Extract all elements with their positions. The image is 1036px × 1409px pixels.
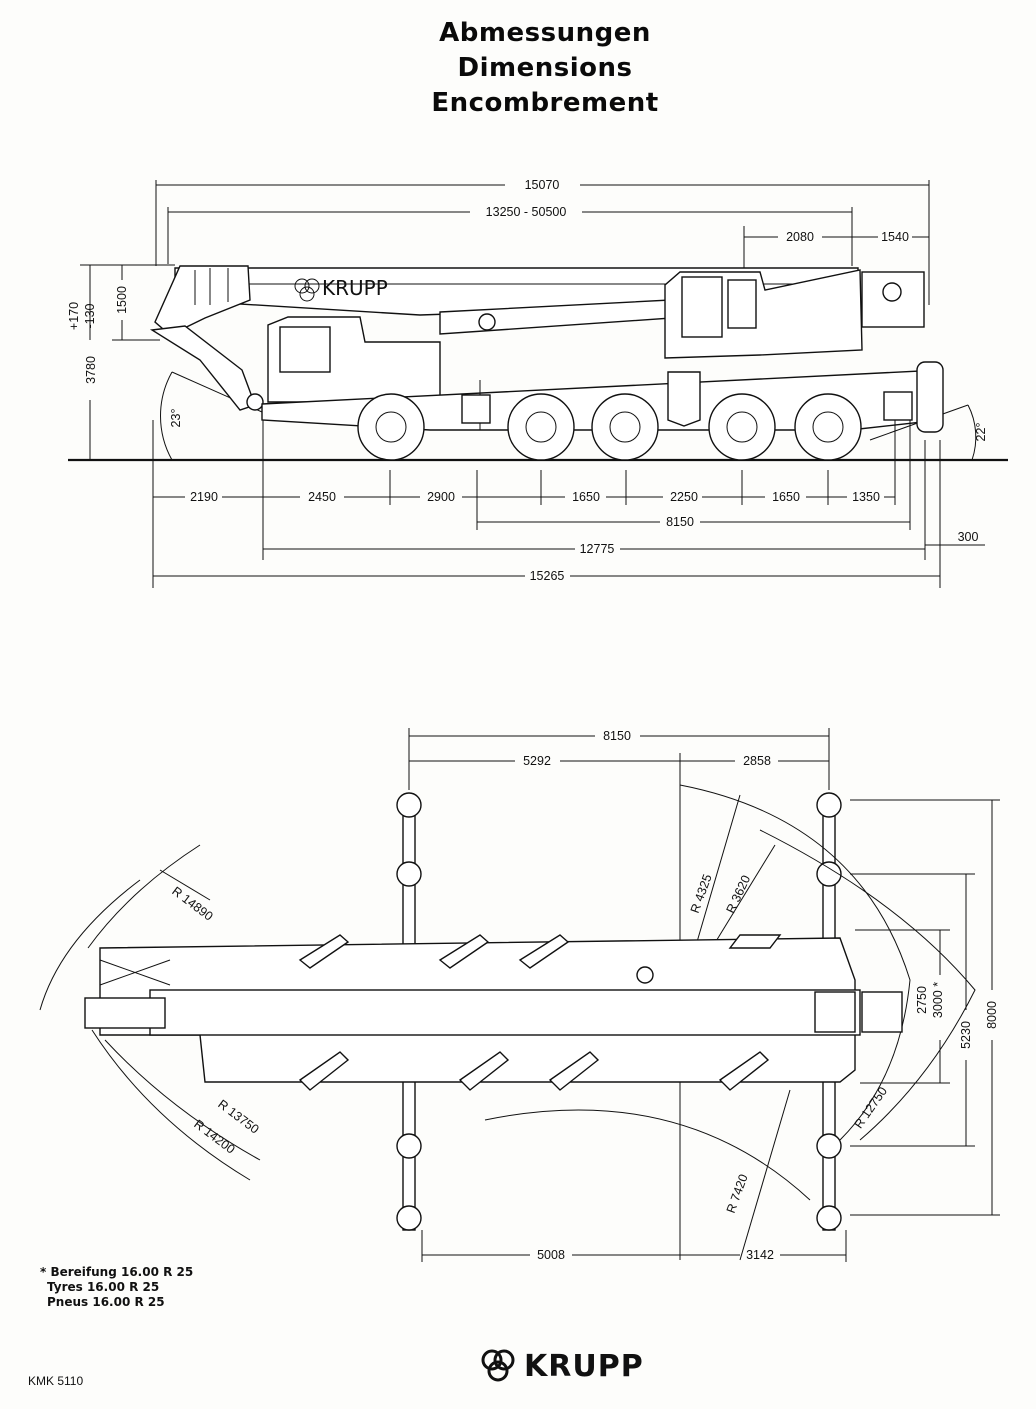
boom-krupp-logo xyxy=(294,278,320,302)
wheels xyxy=(357,393,862,461)
crane-plan-silhouette xyxy=(84,934,903,1091)
dim-height-tol-minus: -130 xyxy=(83,303,97,328)
dim-axle-1350: 1350 xyxy=(852,490,880,504)
radius-12750: R 12750 xyxy=(851,1084,890,1131)
width-2750: 2750 xyxy=(915,986,929,1014)
title-german: Abmessungen xyxy=(439,18,651,48)
dim-outrigger-span: 8150 xyxy=(603,729,631,743)
dim-top-5292: 5292 xyxy=(523,754,551,768)
dim-top-2858: 2858 xyxy=(743,754,771,768)
dim-wheelbase: 8150 xyxy=(666,515,694,529)
crane-side-silhouette: KRUPP xyxy=(149,265,944,461)
dim-upper-1540: 1540 xyxy=(881,230,909,244)
dim-rear-300: 300 xyxy=(958,530,979,544)
radius-14200: R 14200 xyxy=(191,1117,237,1157)
model-number: KMK 5110 xyxy=(28,1374,84,1388)
dim-length-15265: 15265 xyxy=(530,569,565,583)
dim-boom-length: 13250 - 50500 xyxy=(486,205,567,219)
dim-bottom-3142: 3142 xyxy=(746,1248,774,1262)
angle-rear: 22° xyxy=(974,423,988,442)
radius-7420: R 7420 xyxy=(724,1172,751,1215)
top-view: 8150 5292 2858 xyxy=(39,728,1000,1262)
title-english: Dimensions xyxy=(457,53,633,83)
dim-axle-2900: 2900 xyxy=(427,490,455,504)
footnote-english: Tyres 16.00 R 25 xyxy=(47,1280,160,1294)
title-french: Encombrement xyxy=(431,88,659,118)
width-3000: 3000 * xyxy=(931,982,945,1018)
dim-height-boom: 1500 xyxy=(115,286,129,314)
width-5230: 5230 xyxy=(959,1021,973,1049)
dim-upper-2080: 2080 xyxy=(786,230,814,244)
side-view: 15070 13250 - 50500 2080 1540 3780 +170 … xyxy=(67,178,1008,588)
dim-axle-2250: 2250 xyxy=(670,490,698,504)
dim-axle-1650b: 1650 xyxy=(772,490,800,504)
radius-3620: R 3620 xyxy=(724,873,754,915)
angle-front: 23° xyxy=(169,409,183,428)
width-8000: 8000 xyxy=(985,1001,999,1029)
footnote-french: Pneus 16.00 R 25 xyxy=(47,1295,165,1309)
radius-13750: R 13750 xyxy=(215,1097,261,1137)
outriggers xyxy=(396,792,842,1231)
dim-overall-top: 15070 xyxy=(525,178,560,192)
footnote-german: * Bereifung 16.00 R 25 xyxy=(40,1265,194,1279)
brand-text: KRUPP xyxy=(524,1348,644,1384)
dim-length-12775: 12775 xyxy=(580,542,615,556)
dim-height-tol-plus: +170 xyxy=(67,302,81,330)
dim-bottom-5008: 5008 xyxy=(537,1248,565,1262)
krupp-rings-icon xyxy=(481,1349,515,1382)
boom-brand-text: KRUPP xyxy=(322,276,388,300)
dim-height-total: 3780 xyxy=(84,356,98,384)
dim-axle-1650a: 1650 xyxy=(572,490,600,504)
dim-axle-2450: 2450 xyxy=(308,490,336,504)
brand-logo: KRUPP xyxy=(478,1346,644,1386)
dim-axle-2190: 2190 xyxy=(190,490,218,504)
